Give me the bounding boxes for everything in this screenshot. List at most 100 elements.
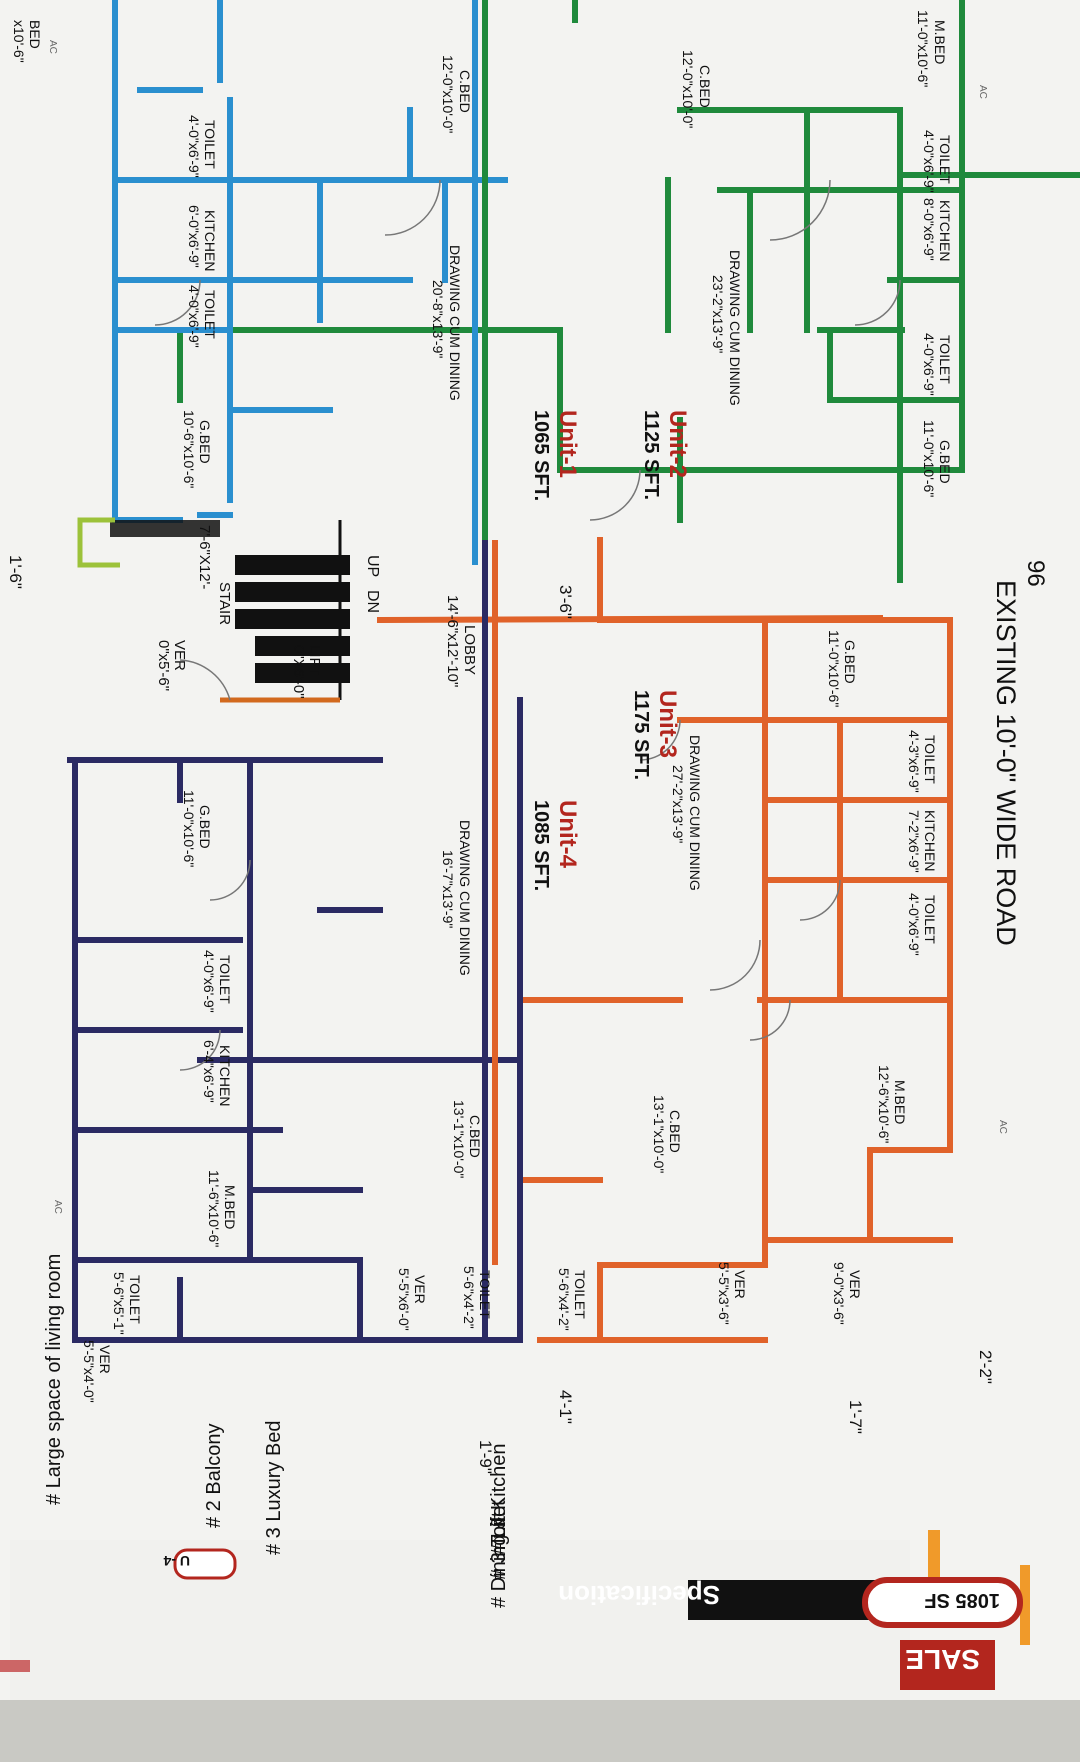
stair-block — [77, 517, 350, 703]
unit3-walls — [376, 537, 953, 1343]
unit2-title: Unit-2 1125 SFT. — [640, 410, 691, 500]
unit4-rooms: DRAWING CUM DINING 16'-7"x13'-9" G.BED 1… — [81, 790, 493, 1403]
room-name: KITCHEN — [202, 210, 218, 271]
unit3-area: 1175 SFT. — [630, 690, 652, 780]
room-size: 4'-0"x6'-9" — [201, 950, 217, 1013]
road-label: EXISTING 10'-0" WIDE ROAD — [991, 580, 1021, 946]
room-name: VER — [97, 1345, 113, 1374]
unit1-area: 1065 SFT. — [530, 410, 552, 501]
unit2-walls — [177, 0, 1080, 583]
lift-name: LIFT — [306, 645, 323, 676]
spec-item: # 2 Balcony — [203, 1423, 225, 1528]
unit2-rooms: M.BED 11'-0"x10'-6" C.BED 12'-0"x10'-0" … — [680, 10, 953, 497]
unit1-title: Unit-1 1065 SFT. — [530, 410, 581, 501]
unit4-walls — [67, 697, 523, 1343]
room-name: M.BED — [222, 1185, 238, 1229]
room-size: 13'-1"x10'-0" — [651, 1095, 667, 1173]
room-size: 4'-3"x6'-9" — [906, 730, 922, 793]
room-name: DRAWING CUM DINING — [687, 735, 703, 891]
lobby-size: 14'-6"x12'-10" — [444, 595, 461, 687]
room-size: 5'-5"x4'-0" — [81, 1340, 97, 1403]
room-size: 11'-0"x10'-6" — [181, 790, 197, 867]
room-size: 13'-1"x10'-0" — [451, 1100, 467, 1178]
room-name: M.BED — [932, 20, 948, 64]
unit3-rooms: G.BED 11'-0"x10'-6" TOILET 4'-3"x6'-9" K… — [556, 630, 938, 1331]
room-name: G.BED — [937, 440, 953, 484]
room-name: M.BED — [892, 1080, 908, 1124]
dim-label: 1'-9" — [476, 1440, 495, 1474]
ver-size: 0"x5'-6" — [155, 640, 172, 691]
unit1-rooms: C.BED 12'-0"x10'-0" DRAWING CUM DINING 2… — [11, 20, 473, 488]
road-number: 96 — [1022, 560, 1049, 587]
room-name: C.BED — [467, 1115, 483, 1158]
room-name: C.BED — [667, 1110, 683, 1153]
room-name: DRAWING CUM DINING — [727, 250, 743, 406]
room-name: DRAWING CUM DINING — [447, 245, 463, 401]
ac-label: AC — [52, 1200, 63, 1214]
spec-title: Specification — [558, 1580, 720, 1610]
room-name: KITCHEN — [937, 200, 953, 261]
common-areas: LOBBY 14'-6"x12'-10" LIFT 0"X6'-0" STAIR… — [155, 525, 478, 699]
room-size: 4'-0"x6'-9" — [921, 130, 937, 193]
room-size: 9'-0"x3'-6" — [831, 1262, 847, 1325]
room-size: 4'-0"x6'-9" — [921, 333, 937, 396]
room-size: 6'-0"x6'-9" — [186, 205, 202, 268]
lobby-name: LOBBY — [461, 625, 478, 675]
room-name: G.BED — [197, 805, 213, 849]
room-name: G.BED — [197, 420, 213, 464]
room-size: 11'-0"x10'-6" — [921, 420, 937, 497]
stair-name: STAIR — [216, 582, 233, 625]
room-size: 11'-0"x10'-6" — [826, 630, 842, 707]
room-size: 5'-6"x4'-2" — [556, 1268, 572, 1331]
lift-size: 0"X6'-0" — [290, 645, 307, 699]
room-name: TOILET — [127, 1275, 143, 1324]
room-size: 8'-0"x6'-9" — [921, 198, 937, 261]
dim-label: 2'-2" — [976, 1350, 995, 1384]
ac-labels: AC AC AC AC — [47, 40, 1008, 1214]
room-name: TOILET — [572, 1270, 588, 1319]
room-size: x10'-6" — [11, 20, 27, 63]
up-label: UP — [364, 555, 381, 577]
room-size: 16'-7"x13'-9" — [440, 850, 456, 928]
dim-label: 1'-6" — [6, 555, 25, 589]
room-name: VER — [847, 1270, 863, 1299]
room-name: BED — [27, 20, 43, 49]
room-name: TOILET — [217, 955, 233, 1004]
room-name: TOILET — [922, 895, 938, 944]
unit2-area: 1125 SFT. — [640, 410, 662, 500]
room-size: 4'-0"x6'-9" — [186, 115, 202, 178]
unit2-name: Unit-2 — [664, 410, 691, 478]
door-swings — [154, 179, 901, 1071]
unit4-title: Unit-4 1085 SFT. — [530, 800, 581, 891]
room-name: KITCHEN — [922, 810, 938, 871]
room-size: 12'-6"x10'-6" — [876, 1065, 892, 1143]
spec-item: # Large space of living room — [43, 1254, 65, 1505]
room-size: 4'-0"x6'-9" — [186, 285, 202, 348]
stair-size: 7'-6"X12'- — [196, 525, 213, 589]
room-name: TOILET — [202, 120, 218, 169]
unit3-name: Unit-3 — [654, 690, 681, 758]
dim-label: 3'-6" — [556, 585, 575, 619]
ac-label: AC — [997, 1120, 1008, 1134]
unit4-area: 1085 SFT. — [530, 800, 552, 891]
room-name: VER — [732, 1270, 748, 1299]
spec-badge: U -4 — [163, 1553, 190, 1569]
room-size: 5'-6"x5'-1" — [111, 1272, 127, 1335]
room-name: C.BED — [457, 70, 473, 113]
room-name: VER — [412, 1275, 428, 1304]
page-edge — [0, 1700, 1080, 1762]
room-name: TOILET — [937, 335, 953, 384]
sale-label: SALE — [905, 1644, 980, 1675]
room-name: TOILET — [477, 1270, 493, 1319]
spec-item: # Lift — [488, 1511, 510, 1555]
room-size: 11'-6"x10'-6" — [206, 1170, 222, 1247]
dim-label: 4'-1" — [556, 1390, 575, 1424]
unit3-title: Unit-3 1175 SFT. — [630, 690, 681, 780]
room-size: 10'-6"x10'-6" — [181, 410, 197, 488]
room-size: 20'-8"x13'-9" — [430, 280, 446, 358]
room-size: 5'-5"x3'-6" — [716, 1262, 732, 1325]
dn-label: DN — [364, 590, 381, 613]
room-size: 23'-2"x13'-9" — [710, 275, 726, 353]
